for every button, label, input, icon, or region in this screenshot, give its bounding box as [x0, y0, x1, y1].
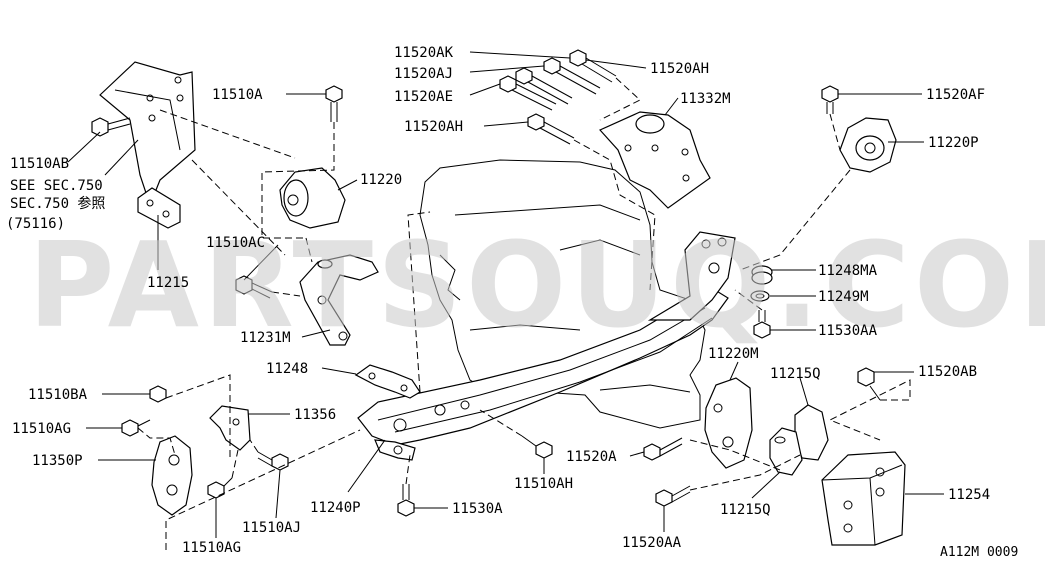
mount-11220 [279, 167, 346, 229]
bolt-11510AC [235, 275, 273, 299]
bolts-top-center [499, 49, 617, 145]
callout-11520AH-left: 11520AH [404, 119, 463, 135]
callout-11254: 11254 [948, 487, 990, 503]
mount-11220P [839, 117, 897, 173]
bolt-11510AG-top [121, 419, 151, 437]
callout-11510AG-top: 11510AG [12, 421, 71, 437]
bolt-11520A [643, 437, 683, 461]
bolt-11520AB [857, 367, 881, 401]
callout-11530A: 11530A [452, 501, 503, 517]
watermark: PARTSOUQ.COM [28, 216, 1045, 354]
callout-11220M: 11220M [708, 346, 759, 362]
callout-11249M: 11249M [818, 289, 869, 305]
callout-11510AC: 11510AC [206, 235, 265, 251]
callout-11231M: 11231M [240, 330, 291, 346]
callout-11530AA: 11530AA [818, 323, 878, 339]
callout-11520AK: 11520AK [394, 45, 454, 61]
callout-11350P: 11350P [32, 453, 83, 469]
bolt-11530A [397, 484, 415, 517]
callout-11248MA: 11248MA [818, 263, 878, 279]
bolt-11510AH [521, 435, 553, 459]
callout-11215Q-top: 11215Q [770, 366, 821, 382]
crossmember-11240P [357, 231, 736, 461]
note-75116: (75116) [6, 216, 65, 232]
bolt-11520AA [655, 485, 691, 507]
callout-11520A: 11520A [566, 449, 617, 465]
insulator-11215Q [769, 404, 829, 476]
callout-11220: 11220 [360, 172, 402, 188]
bolt-11510AB [91, 117, 131, 137]
callout-11510BA: 11510BA [28, 387, 88, 403]
gasket-11248 [354, 364, 421, 399]
bracket-sec750 [99, 61, 196, 207]
callout-11520AE: 11520AE [394, 89, 453, 105]
callout-11520AF: 11520AF [926, 87, 985, 103]
mount-11350P [151, 435, 193, 516]
bolt-11510AG-bottom [207, 477, 233, 499]
callout-labels: 11510AB SEE SEC.750 SEC.750 参照 (75116) 1… [6, 45, 1018, 560]
callout-11510AH: 11510AH [514, 476, 573, 492]
bracket-11231M [299, 254, 379, 346]
callout-11520AA: 11520AA [622, 535, 682, 551]
bolt-11510BA [149, 385, 167, 403]
bolt-11510AJ [257, 451, 289, 471]
callout-11248: 11248 [266, 361, 308, 377]
callout-11520AH-right: 11520AH [650, 61, 709, 77]
leader-lines [67, 51, 944, 538]
callout-11510AJ: 11510AJ [242, 520, 301, 536]
bracket-11332M [599, 111, 711, 209]
callout-11356: 11356 [294, 407, 336, 423]
washers-right [750, 265, 773, 302]
note-see-sec750: SEE SEC.750 [10, 178, 103, 194]
callout-11510AG-bottom: 11510AG [182, 540, 241, 556]
mount-11220M [704, 377, 753, 469]
plate-11215 [137, 187, 181, 229]
callout-11332M: 11332M [680, 91, 731, 107]
bolt-11530AA [753, 310, 771, 339]
bracket-11254 [821, 451, 906, 546]
note-sec750-ref: SEC.750 参照 [10, 195, 105, 212]
bolt-11520AF [821, 85, 839, 114]
callout-11520AJ: 11520AJ [394, 66, 453, 82]
callout-11520AB: 11520AB [918, 364, 977, 380]
callout-11220P: 11220P [928, 135, 979, 151]
callout-11510AB: 11510AB [10, 156, 69, 172]
assembly-lines [137, 77, 911, 550]
callout-11240P: 11240P [310, 500, 361, 516]
callout-11215: 11215 [147, 275, 189, 291]
engine-block [419, 159, 706, 429]
bolt-11510A [325, 85, 343, 122]
callout-11215Q-bottom: 11215Q [720, 502, 771, 518]
callout-11510A: 11510A [212, 87, 263, 103]
diagram-code: A112M 0009 [940, 545, 1018, 560]
